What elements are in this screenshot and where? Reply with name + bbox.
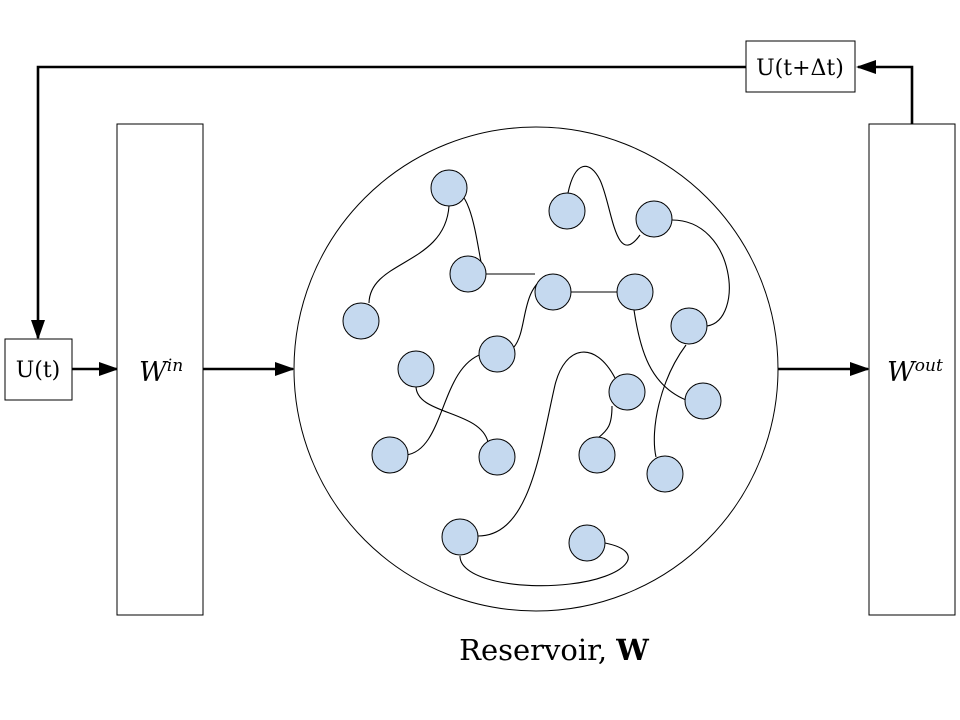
node	[534, 273, 572, 311]
node	[608, 373, 646, 411]
edge	[459, 542, 629, 587]
node	[616, 273, 654, 311]
node	[478, 438, 516, 476]
node	[646, 455, 684, 493]
reservoir-circle	[293, 126, 779, 612]
edge	[567, 165, 641, 246]
input-label: U(t)	[16, 358, 61, 383]
node	[478, 335, 516, 373]
output-box: U(t+Δt)	[745, 40, 856, 93]
reservoir-connections	[368, 165, 730, 587]
output-label: U(t+Δt)	[756, 56, 844, 81]
node	[342, 302, 380, 340]
node	[548, 192, 586, 230]
node	[430, 169, 468, 207]
node	[397, 350, 435, 388]
edge	[653, 344, 687, 458]
wout-label: Wout	[887, 356, 943, 388]
input-box: U(t)	[4, 338, 73, 401]
node	[635, 200, 673, 238]
node	[568, 524, 606, 562]
win-label: Win	[139, 356, 183, 388]
node	[670, 307, 708, 345]
wout-box: Wout	[868, 123, 956, 616]
node	[684, 382, 722, 420]
win-box: Win	[116, 123, 204, 616]
feedback-return-arrow	[31, 65, 746, 340]
reservoir-nodes	[342, 169, 722, 562]
edge	[671, 219, 730, 327]
node	[371, 436, 409, 474]
node	[449, 255, 487, 293]
feedback-arrow	[856, 60, 914, 124]
edge	[405, 353, 483, 456]
reservoir-caption: Reservoir, W	[459, 633, 649, 667]
edge	[597, 405, 613, 439]
edge	[415, 385, 489, 443]
node	[578, 436, 616, 474]
edge	[368, 205, 450, 304]
edge	[633, 309, 687, 401]
node	[441, 518, 479, 556]
edge	[477, 351, 616, 537]
